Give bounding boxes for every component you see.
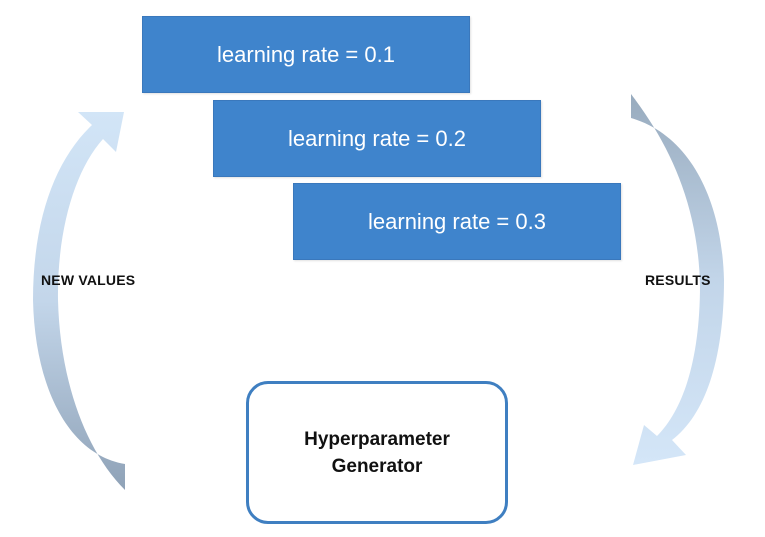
learning-rate-label-3: learning rate = 0.3 [368,208,546,234]
new-values-arrow [33,112,125,490]
learning-rate-box-2: learning rate = 0.2 [213,100,541,177]
hyperparameter-generator-box: Hyperparameter Generator [246,381,508,524]
new-values-label: NEW VALUES [41,272,136,288]
results-label: RESULTS [645,272,711,288]
learning-rate-box-1: learning rate = 0.1 [142,16,470,93]
learning-rate-label-1: learning rate = 0.1 [217,41,395,67]
hyperparameter-generator-label: Hyperparameter Generator [304,428,450,477]
learning-rate-box-3: learning rate = 0.3 [293,183,621,260]
results-arrow [631,94,724,465]
learning-rate-label-2: learning rate = 0.2 [288,125,466,151]
